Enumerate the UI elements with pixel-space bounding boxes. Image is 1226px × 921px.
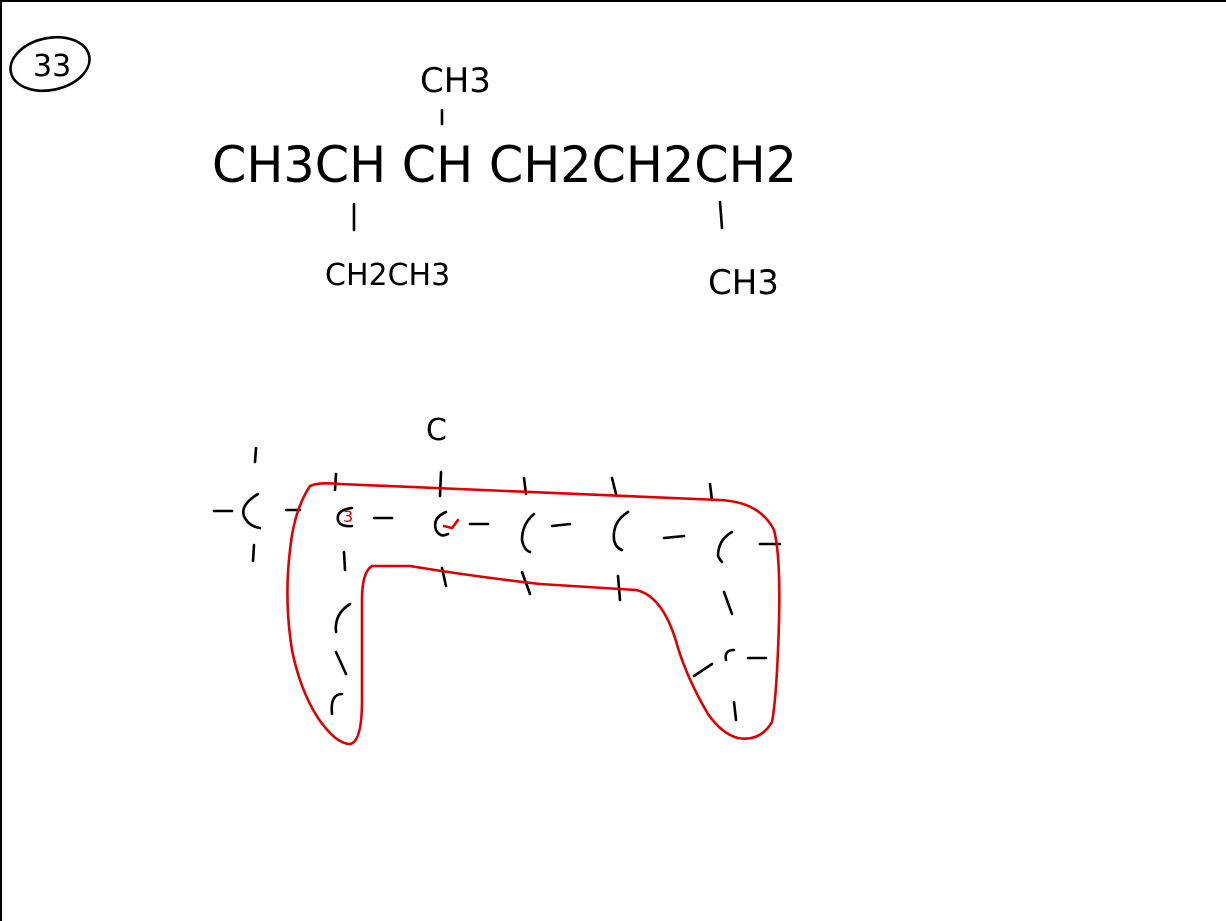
right-substituent: CH3 [708, 263, 779, 303]
left-substituent: CH2CH3 [325, 258, 450, 293]
top-substituent: CH3 [420, 61, 491, 101]
chain-number-4-mark [442, 518, 460, 530]
carbon-5 [612, 510, 630, 552]
carbon-8 [334, 602, 352, 634]
condensed-formula: CH3 CH3CH CH CH2CH2CH2 CH2CH3 CH3 [212, 61, 797, 303]
carbon-6 [716, 530, 734, 564]
right-bond [718, 200, 724, 230]
carbon-4 [520, 512, 536, 554]
carbon-3 [433, 510, 450, 537]
chain-number-3: 3 [343, 507, 353, 526]
highlight-outline [286, 482, 781, 746]
longest-chain-highlight: 3 [286, 482, 781, 746]
carbon-2 [336, 506, 354, 528]
main-chain-formula: CH3CH CH CH2CH2CH2 [212, 136, 797, 194]
problem-number-text: 33 [33, 49, 71, 84]
carbon-9 [330, 692, 344, 716]
top-carbon: C [426, 413, 447, 448]
carbon-1 [242, 492, 262, 530]
carbon-7 [724, 648, 736, 662]
problem-number: 33 [9, 35, 91, 93]
